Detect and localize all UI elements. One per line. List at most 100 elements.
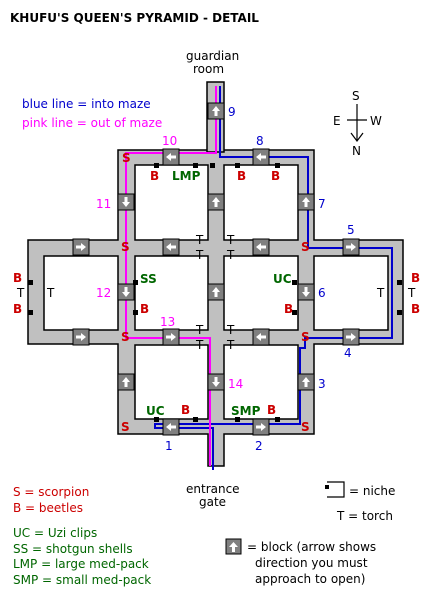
compass-w: W bbox=[370, 114, 382, 128]
niche-marker bbox=[397, 280, 402, 285]
scorpion-marker: S bbox=[122, 151, 131, 165]
item-markers: LMP SS UC UC SMP bbox=[140, 169, 292, 418]
niche-icon bbox=[325, 481, 345, 498]
smp-marker: SMP bbox=[231, 404, 261, 418]
torch-marker: T bbox=[376, 286, 385, 300]
path-number-2: 2 bbox=[255, 439, 263, 453]
scorpion-marker: S bbox=[301, 420, 310, 434]
block-right-arrow-icon bbox=[342, 328, 360, 346]
block-right-arrow-icon bbox=[162, 328, 180, 346]
niche-marker bbox=[133, 310, 138, 315]
path-number-9: 9 bbox=[228, 105, 236, 119]
path-number-3: 3 bbox=[318, 377, 326, 391]
beetle-marker: B bbox=[267, 403, 276, 417]
key-beetles: B = beetles bbox=[13, 501, 83, 515]
niche-marker bbox=[28, 310, 33, 315]
page-title: KHUFU'S QUEEN'S PYRAMID - DETAIL bbox=[10, 11, 259, 25]
blue-path bbox=[154, 86, 393, 470]
path-number-6: 6 bbox=[318, 286, 326, 300]
path-number-labels: 1 2 3 4 5 6 7 8 9 10 11 12 13 14 bbox=[96, 105, 355, 453]
uc-marker: UC bbox=[273, 272, 292, 286]
niche-marker bbox=[397, 310, 402, 315]
block-down-arrow-icon bbox=[117, 193, 135, 211]
uc-marker: UC bbox=[146, 404, 165, 418]
block-right-arrow-icon bbox=[72, 238, 90, 256]
niche-marker bbox=[154, 417, 159, 422]
torch-markers: T T T T T T T T T T T T bbox=[16, 233, 416, 352]
path-number-5: 5 bbox=[347, 223, 355, 237]
block-up-arrow-icon bbox=[207, 102, 225, 120]
niche-marker bbox=[235, 417, 240, 422]
block-left-arrow-icon bbox=[162, 238, 180, 256]
compass: S E W N bbox=[333, 89, 382, 158]
beetle-marker: B bbox=[271, 169, 280, 183]
torch-marker: T bbox=[195, 248, 204, 262]
niche-marker bbox=[275, 163, 280, 168]
torch-marker: T bbox=[407, 286, 416, 300]
blocks bbox=[72, 102, 360, 436]
block-left-arrow-icon bbox=[252, 148, 270, 166]
niche-marker bbox=[292, 280, 297, 285]
beetle-marker: B bbox=[13, 302, 22, 316]
block-right-arrow-icon bbox=[342, 238, 360, 256]
beetle-markers: B B B B B B B B B B B bbox=[13, 169, 420, 417]
path-number-11: 11 bbox=[96, 197, 111, 211]
path-number-4: 4 bbox=[344, 346, 352, 360]
niche-marker bbox=[235, 163, 240, 168]
key-block-2: direction you must bbox=[255, 556, 368, 570]
niches bbox=[28, 163, 402, 422]
beetle-marker: B bbox=[284, 302, 293, 316]
path-number-12: 12 bbox=[96, 286, 111, 300]
block-left-arrow-icon bbox=[162, 148, 180, 166]
torch-marker: T bbox=[226, 233, 235, 247]
lmp-marker: LMP bbox=[172, 169, 201, 183]
key-torch: T = torch bbox=[336, 509, 393, 523]
blue-line-legend: blue line = into maze bbox=[22, 97, 151, 111]
compass-n: N bbox=[352, 144, 361, 158]
block-down-arrow-icon bbox=[297, 283, 315, 301]
block-down-arrow-icon bbox=[207, 373, 225, 391]
niche-marker bbox=[133, 280, 138, 285]
key-uc: UC = Uzi clips bbox=[13, 526, 97, 540]
guardian-room-label-1: guardian bbox=[186, 49, 239, 63]
scorpion-marker: S bbox=[121, 330, 130, 344]
torch-marker: T bbox=[195, 338, 204, 352]
torch-marker: T bbox=[195, 323, 204, 337]
key-lmp: LMP = large med-pack bbox=[13, 557, 149, 571]
path-number-14: 14 bbox=[228, 377, 243, 391]
torch-marker: T bbox=[226, 248, 235, 262]
block-up-arrow-icon bbox=[207, 193, 225, 211]
path-number-8: 8 bbox=[256, 134, 264, 148]
beetle-marker: B bbox=[13, 271, 22, 285]
torch-marker: T bbox=[226, 338, 235, 352]
key-block-1: = block (arrow shows bbox=[247, 540, 376, 554]
key-block-3: approach to open) bbox=[255, 572, 365, 586]
key-smp: SMP = small med-pack bbox=[13, 573, 151, 587]
scorpion-markers: S S S S S S S bbox=[121, 151, 310, 434]
path-number-1: 1 bbox=[165, 439, 173, 453]
block-up-arrow-icon bbox=[297, 373, 315, 391]
block-left-arrow-icon bbox=[252, 328, 270, 346]
niche-marker bbox=[275, 417, 280, 422]
block-up-arrow-icon bbox=[117, 373, 135, 391]
block-right-arrow-icon bbox=[72, 328, 90, 346]
niche-marker bbox=[154, 163, 159, 168]
scorpion-marker: S bbox=[301, 240, 310, 254]
block-up-arrow-icon bbox=[207, 283, 225, 301]
niche-marker bbox=[193, 163, 198, 168]
torch-marker: T bbox=[46, 286, 55, 300]
compass-s: S bbox=[352, 89, 360, 103]
scorpion-marker: S bbox=[121, 420, 130, 434]
pink-path bbox=[125, 86, 217, 466]
scorpion-marker: S bbox=[121, 240, 130, 254]
beetle-marker: B bbox=[237, 169, 246, 183]
entrance-gate-label-1: entrance bbox=[186, 482, 240, 496]
torch-marker: T bbox=[195, 233, 204, 247]
scorpion-marker: S bbox=[301, 330, 310, 344]
block-down-arrow-icon bbox=[117, 283, 135, 301]
beetle-marker: B bbox=[181, 403, 190, 417]
torch-marker: T bbox=[226, 323, 235, 337]
niche-marker bbox=[193, 417, 198, 422]
niche-marker bbox=[28, 280, 33, 285]
